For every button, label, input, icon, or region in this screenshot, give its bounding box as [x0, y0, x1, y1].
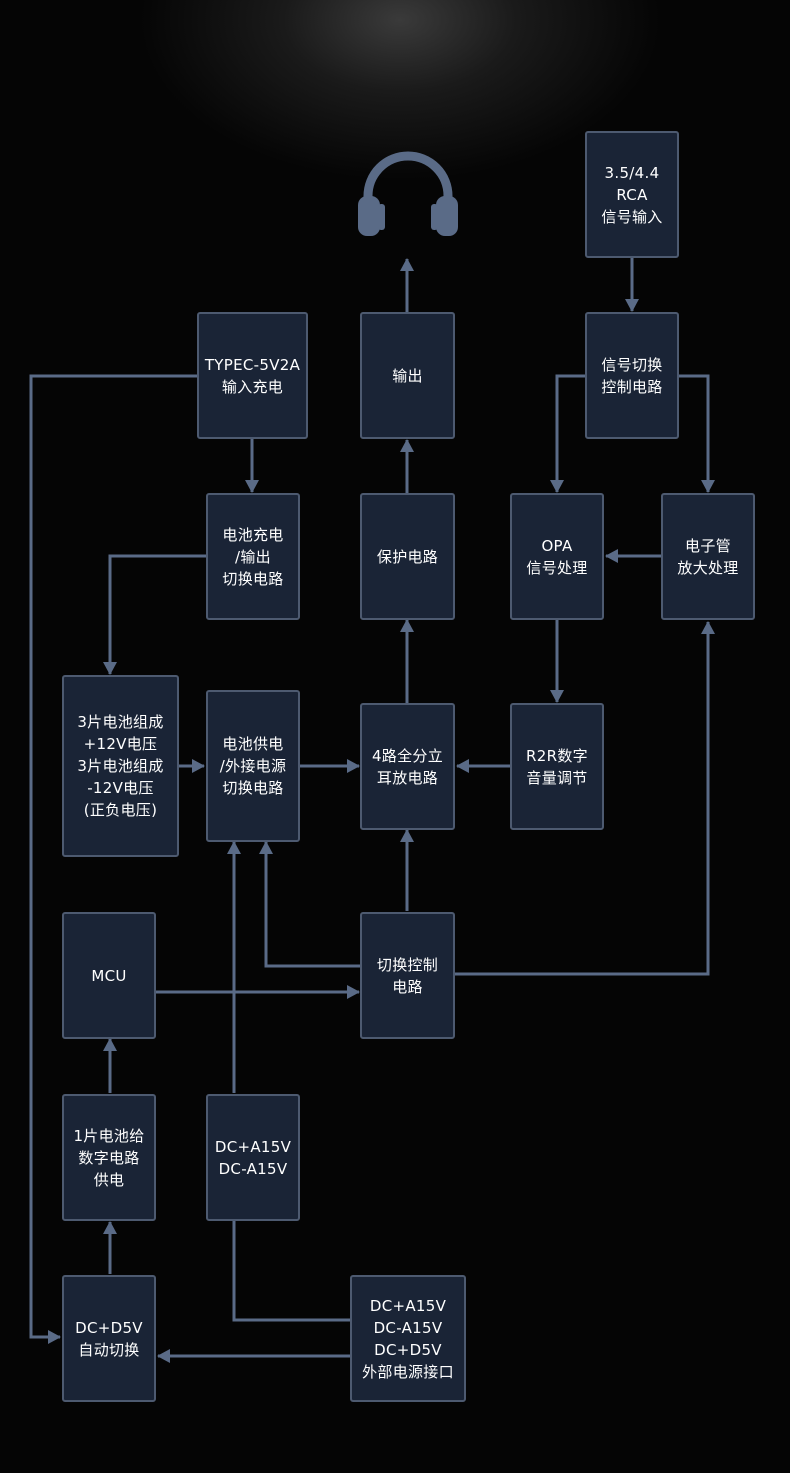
- output-box: 输出: [360, 312, 455, 439]
- four-way-amp-box: 4路全分立 耳放电路: [360, 703, 455, 830]
- output-label: 输出: [392, 366, 423, 385]
- switch-control-label: 切换控制 电路: [376, 955, 439, 996]
- battery-supply-switch-box: 电池供电 /外接电源 切换电路: [206, 690, 300, 842]
- dc-a15v-box: DC+A15V DC-A15V: [206, 1094, 300, 1221]
- switch-control-box: 切换控制 电路: [360, 912, 455, 1039]
- external-power-box: DC+A15V DC-A15V DC+D5V 外部电源接口: [350, 1275, 466, 1402]
- wire-external-to-dc-a15v: [232, 1220, 350, 1322]
- external-power-label: DC+A15V DC-A15V DC+D5V 外部电源接口: [362, 1296, 454, 1381]
- typec-input-box: TYPEC-5V2A 输入充电: [197, 312, 308, 439]
- tube-amp-label: 电子管 放大处理: [677, 536, 739, 577]
- signal-switch-box: 信号切换 控制电路: [585, 312, 679, 439]
- typec-input-label: TYPEC-5V2A 输入充电: [204, 355, 301, 396]
- opa-processing-box: OPA 信号处理: [510, 493, 604, 620]
- protection-label: 保护电路: [376, 547, 439, 566]
- mcu-box: MCU: [62, 912, 156, 1039]
- wire-typec-to-dc-d5v: [29, 374, 197, 1344]
- signal-input-label: 3.5/4.4 RCA 信号输入: [601, 163, 663, 226]
- battery-charge-switch-box: 电池充电 /输出 切换电路: [206, 493, 300, 620]
- opa-processing-label: OPA 信号处理: [526, 536, 588, 577]
- signal-switch-label: 信号切换 控制电路: [601, 355, 663, 396]
- wire-switch-control-to-tube: [455, 621, 715, 976]
- dc-a15v-label: DC+A15V DC-A15V: [214, 1137, 292, 1178]
- dc-d5v-auto-box: DC+D5V 自动切换: [62, 1275, 156, 1402]
- tube-amp-box: 电子管 放大处理: [661, 493, 755, 620]
- r2r-volume-label: R2R数字 音量调节: [526, 746, 588, 787]
- battery-charge-switch-label: 电池充电 /输出 切换电路: [222, 525, 284, 588]
- battery-pack-label: 3片电池组成 +12V电压 3片电池组成 -12V电压 (正负电压): [77, 713, 164, 819]
- dc-d5v-auto-label: DC+D5V 自动切换: [75, 1318, 143, 1359]
- digital-supply-box: 1片电池给 数字电路 供电: [62, 1094, 156, 1221]
- digital-supply-label: 1片电池给 数字电路 供电: [73, 1126, 145, 1189]
- battery-pack-box: 3片电池组成 +12V电压 3片电池组成 -12V电压 (正负电压): [62, 675, 179, 857]
- wire-charge-switch-to-battery-pack: [103, 554, 206, 675]
- mcu-label: MCU: [91, 966, 127, 985]
- wire-switch-control-to-supply-switch: [259, 841, 361, 968]
- signal-input-box: 3.5/4.4 RCA 信号输入: [585, 131, 679, 258]
- r2r-volume-box: R2R数字 音量调节: [510, 703, 604, 830]
- four-way-amp-label: 4路全分立 耳放电路: [371, 746, 444, 787]
- wire-switch-to-opa: [550, 374, 585, 493]
- headphones-icon: [358, 151, 458, 236]
- wire-switch-to-tube: [679, 374, 715, 493]
- protection-box: 保护电路: [360, 493, 455, 620]
- battery-supply-switch-label: 电池供电 /外接电源 切换电路: [219, 735, 287, 797]
